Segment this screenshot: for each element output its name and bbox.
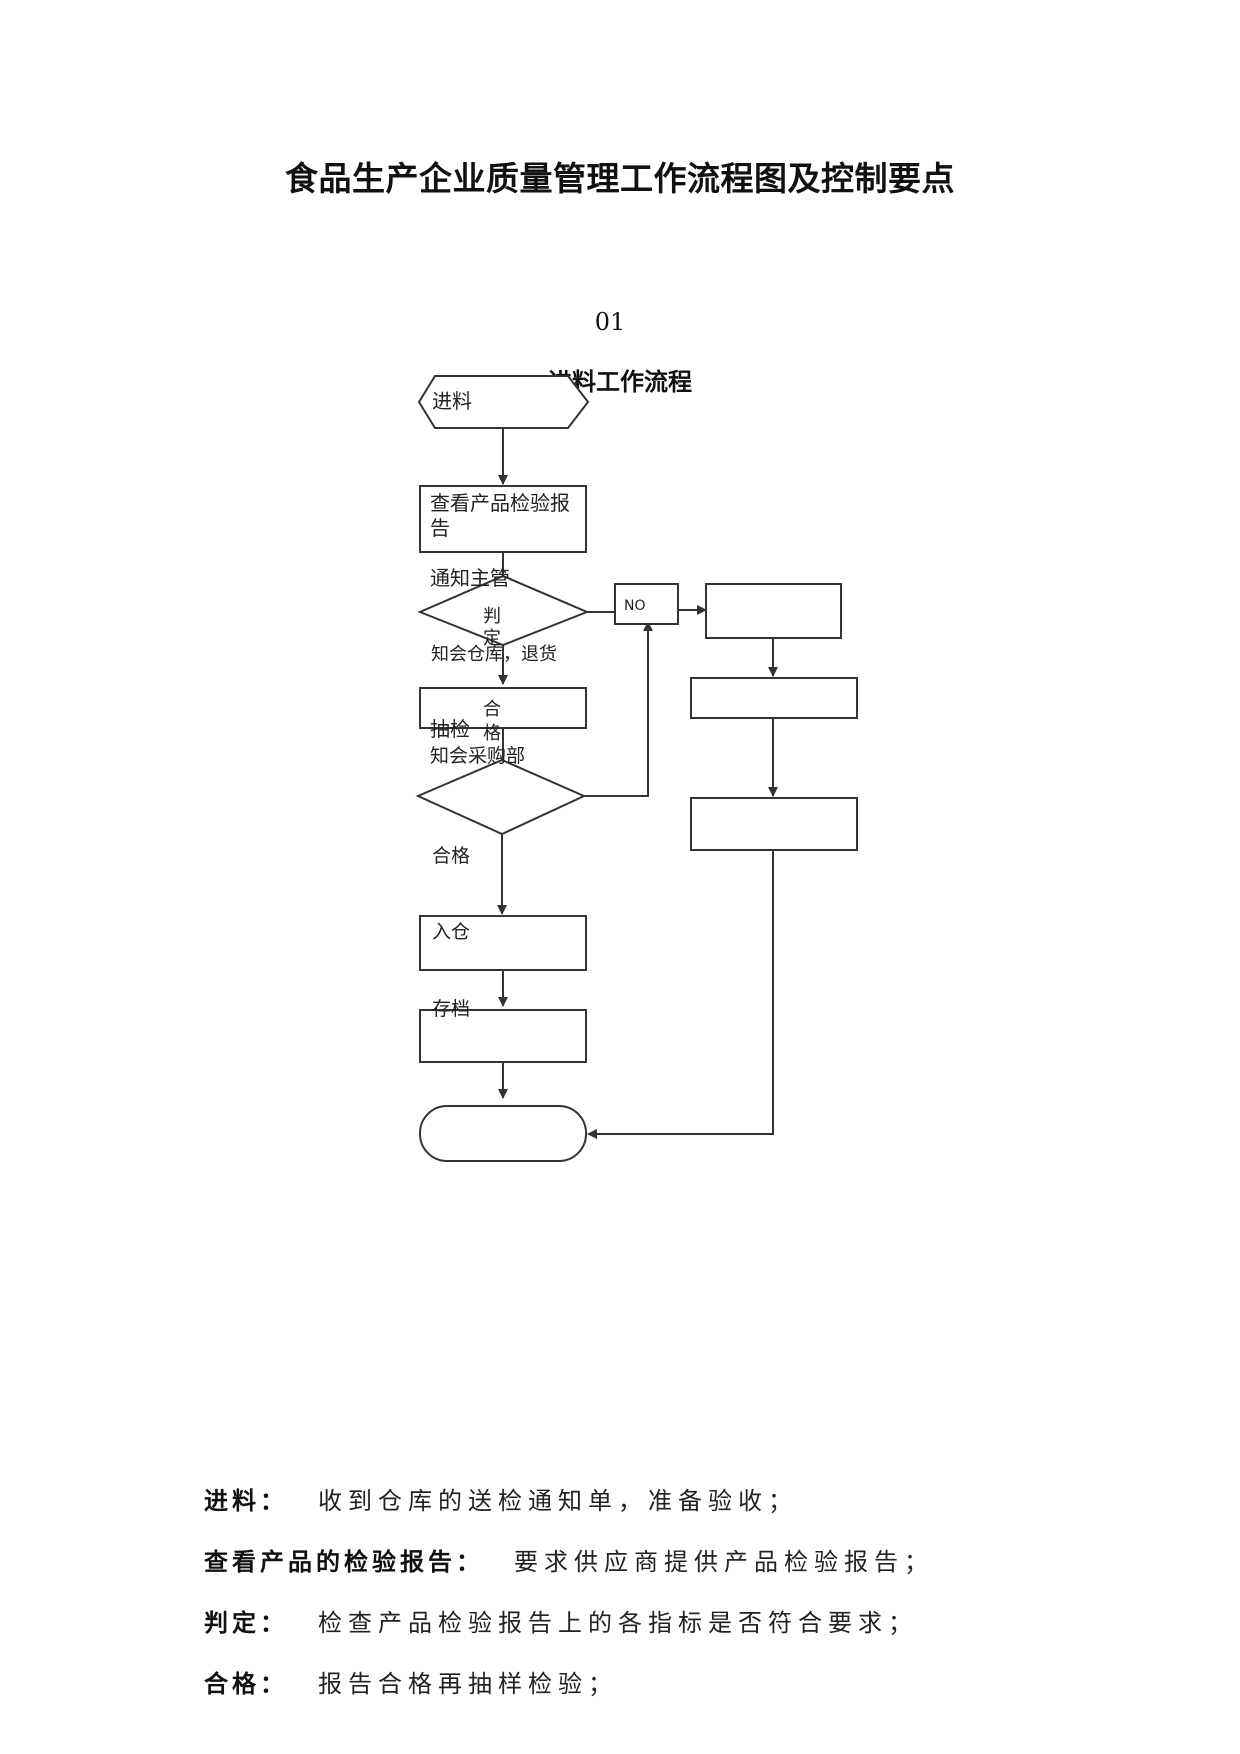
flow-labels: 进料 查看产品检验报 告 通知主管 判 定 NO 知会仓库，退货 合 格 抽检 …: [430, 389, 646, 1020]
label-no: NO: [624, 598, 646, 614]
label-pass-a-line2: 格: [483, 723, 501, 744]
flow-connectors: [497, 428, 778, 1139]
label-check-report-line2: 告: [430, 516, 450, 540]
no-box: [614, 583, 679, 625]
process-box-right-2: [690, 677, 858, 719]
definition-term: 进料：: [204, 1487, 288, 1515]
label-notify-warehouse: 知会仓库，退货: [431, 644, 557, 665]
label-notify-purchasing: 知会采购部: [430, 745, 525, 767]
definition-text: 报告合格再抽样检验；: [318, 1670, 618, 1698]
definition-item: 查看产品的检验报告： 要求供应商提供产品检验报告；: [204, 1545, 1104, 1606]
definition-term: 合格：: [204, 1670, 288, 1698]
definition-item: 合格： 报告合格再抽样检验；: [204, 1667, 1104, 1728]
definition-term: 判定：: [204, 1609, 288, 1637]
label-pass-a-line1: 合: [483, 699, 501, 720]
definition-text: 收到仓库的送检通知单，准备验收；: [318, 1487, 798, 1515]
definition-text: 要求供应商提供产品检验报告；: [514, 1548, 934, 1576]
process-box-right-1: [705, 583, 842, 639]
judge-diamond-2: [415, 758, 587, 836]
label-warehouse-in: 入仓: [432, 921, 470, 943]
check-report-box: [419, 485, 587, 553]
start-hexagon: [417, 375, 590, 429]
connector-process3-to-end: [587, 850, 774, 1139]
definition-item: 判定： 检查产品检验报告上的各指标是否符合要求；: [204, 1606, 1104, 1667]
label-judge-line2: 定: [483, 628, 501, 649]
process-box-right-3: [690, 797, 858, 851]
label-notify-manager: 通知主管: [430, 566, 510, 590]
connector-judge2-to-no: [584, 621, 653, 797]
definition-term: 查看产品的检验报告：: [204, 1548, 484, 1576]
sample-check-box: [419, 687, 587, 729]
label-judge-line1: 判: [483, 606, 501, 627]
label-pass-b: 合格: [432, 845, 470, 867]
label-start: 进料: [432, 389, 472, 413]
definition-list: 进料： 收到仓库的送检通知单，准备验收； 查看产品的检验报告： 要求供应商提供产品检…: [204, 1484, 1104, 1728]
end-terminal: [419, 1105, 587, 1162]
definition-item: 进料： 收到仓库的送检通知单，准备验收；: [204, 1484, 1104, 1545]
judge-diamond: [417, 574, 590, 647]
flow-shapes: [415, 375, 858, 1162]
section-number: 01: [594, 308, 626, 336]
label-archive: 存档: [432, 998, 470, 1020]
document-title: 食品生产企业质量管理工作流程图及控制要点: [285, 159, 955, 198]
label-sample-check: 抽检: [430, 717, 470, 741]
archive-box: [419, 1009, 587, 1063]
warehouse-in-box: [419, 915, 587, 971]
label-check-report-line1: 查看产品检验报: [430, 491, 570, 515]
definition-text: 检查产品检验报告上的各指标是否符合要求；: [318, 1609, 918, 1637]
